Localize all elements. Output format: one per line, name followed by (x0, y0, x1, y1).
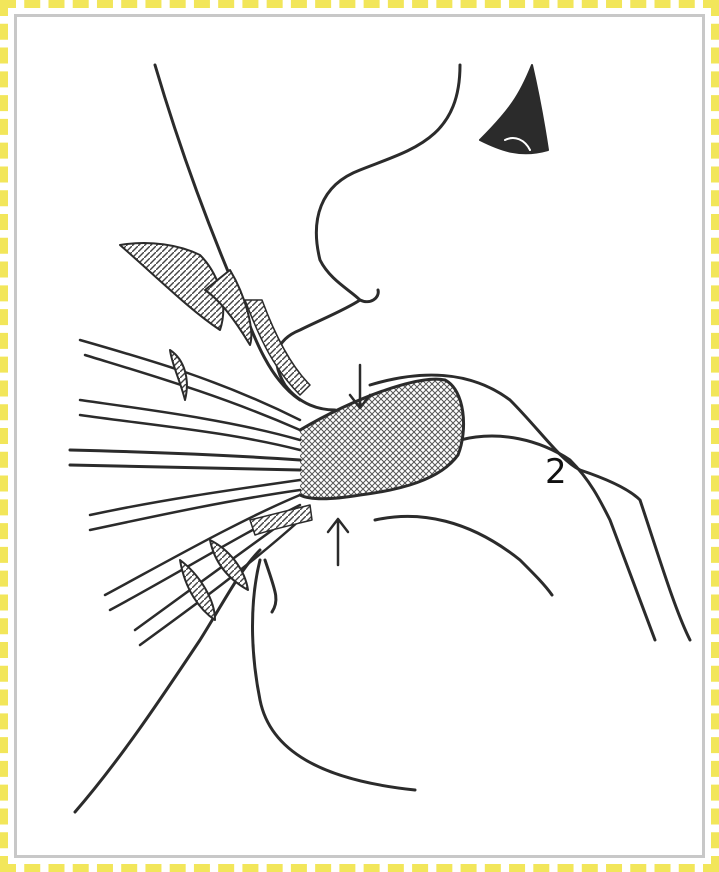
milk-duct-5 (70, 450, 300, 460)
infant-chin (375, 516, 552, 595)
areola-band-upper (245, 300, 310, 395)
areola-band-lower (250, 505, 312, 535)
gland-lobe-lower-2 (210, 540, 248, 590)
breast-lower-outline (75, 550, 260, 812)
gland-lobe-mid (170, 350, 187, 400)
infant-eye (480, 65, 548, 153)
milk-duct-1 (80, 340, 300, 420)
nipple-teat (300, 379, 464, 499)
milk-duct-12 (140, 520, 300, 645)
milk-duct-6 (70, 465, 300, 470)
infant-profile (277, 65, 460, 410)
figure-label-2: 2 (545, 455, 567, 489)
arrow-up-lower-gum (328, 519, 348, 565)
